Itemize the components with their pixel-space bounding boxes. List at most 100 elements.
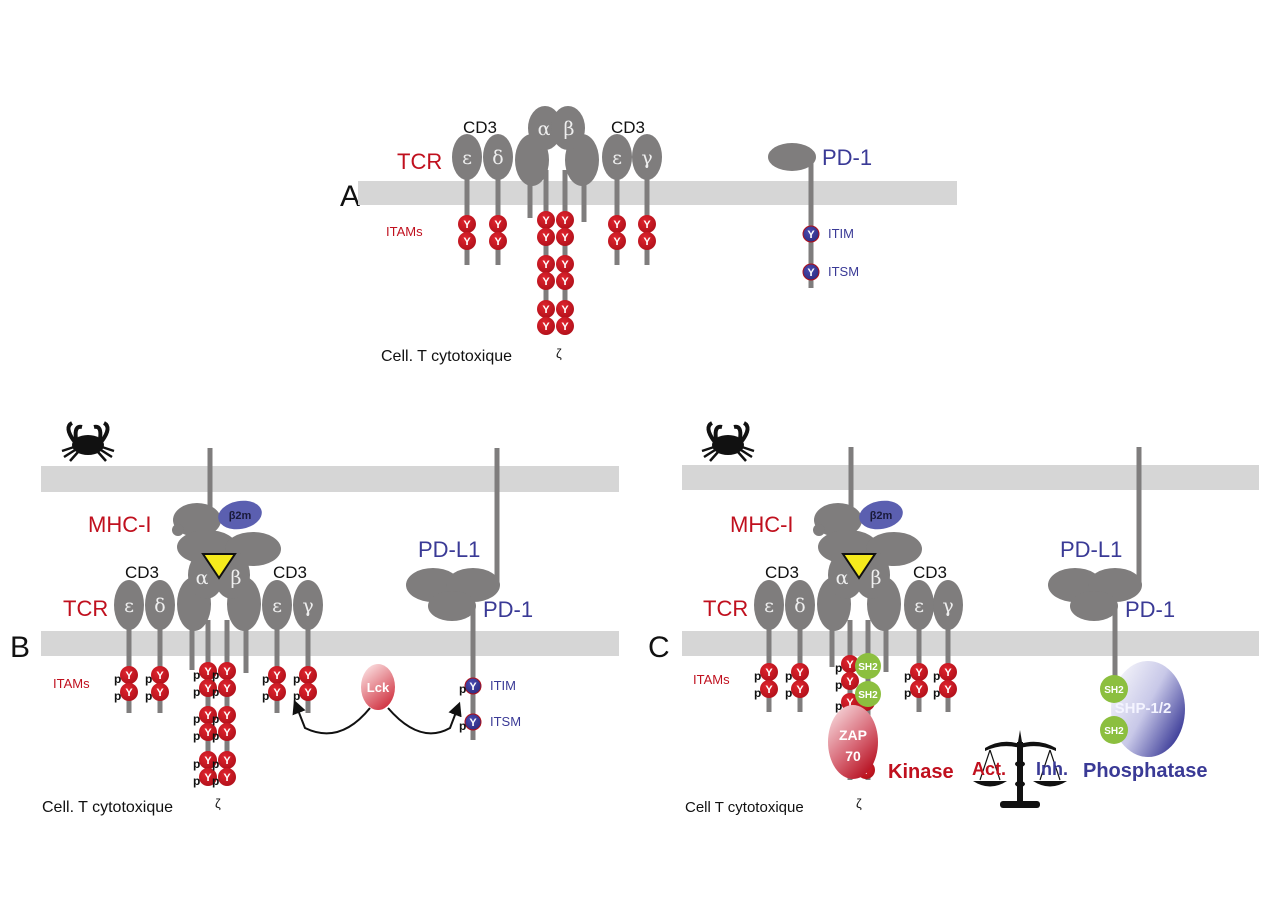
crab-icon xyxy=(61,421,115,462)
tyrosine-label: Y xyxy=(204,727,212,739)
pdl1-pd1-complex-b: Y Y p p xyxy=(406,448,500,740)
itams-label-c: ITAMs xyxy=(693,672,730,687)
svg-text:γ: γ xyxy=(641,147,652,169)
tyrosine-bead xyxy=(218,723,236,741)
crab-icon xyxy=(701,421,755,462)
tyrosine-label: Y xyxy=(204,710,212,722)
zeta-label-a: ζ xyxy=(556,346,562,361)
svg-text:SH2: SH2 xyxy=(858,690,878,701)
tyrosine-label: Y xyxy=(944,667,952,679)
tyrosine-label: Y xyxy=(796,667,804,679)
panel-letter-c: C xyxy=(648,631,670,664)
tyrosine-label: Y xyxy=(613,236,621,248)
tyrosine-label: Y xyxy=(204,683,212,695)
phospho-label: p xyxy=(933,669,940,683)
tyrosine-label: Y xyxy=(542,215,550,227)
phospho-label: p xyxy=(212,774,219,788)
tyrosine-bead xyxy=(939,663,957,681)
tyrosine-label: Y xyxy=(156,670,164,682)
tyrosine-bead xyxy=(537,255,555,273)
phospho-label: p xyxy=(785,686,792,700)
svg-text:SHP-1/2: SHP-1/2 xyxy=(1115,700,1172,717)
tyrosine-bead xyxy=(151,683,169,701)
lck-to-itam-arrow xyxy=(292,699,371,735)
tyrosine-label: Y xyxy=(223,772,231,784)
svg-text:δ: δ xyxy=(794,595,805,617)
mhc-i-label-c: MHC-I xyxy=(730,512,794,537)
zeta-label-c: ζ xyxy=(856,796,862,811)
t-cell-membrane-a xyxy=(358,181,957,205)
cell-label-b: Cell. T cytotoxique xyxy=(42,799,173,816)
tyrosine-bead xyxy=(199,768,217,786)
tyrosine-bead xyxy=(218,706,236,724)
phospho-label: p xyxy=(212,668,219,682)
phospho-label: p xyxy=(904,686,911,700)
svg-text:γ: γ xyxy=(942,595,953,617)
tyrosine-label: Y xyxy=(846,697,854,709)
pdl1-label-b: PD-L1 xyxy=(418,537,480,562)
phosphatase-label: Phosphatase xyxy=(1083,760,1207,782)
tyrosine-label: Y xyxy=(561,321,569,333)
beta2m-b xyxy=(218,500,262,530)
tyrosine-label: Y xyxy=(223,727,231,739)
tyrosine-bead xyxy=(556,211,574,229)
tyrosine-label: Y xyxy=(561,232,569,244)
tyrosine-label: Y xyxy=(561,304,569,316)
tcr-label-c: TCR xyxy=(703,596,748,621)
tyrosine-label: Y xyxy=(223,683,231,695)
phospho-label: p xyxy=(193,712,200,726)
tyrosine-bead xyxy=(556,300,574,318)
phospho-label: p xyxy=(114,672,121,686)
tyrosine-label: Y xyxy=(125,670,133,682)
phospho-label: p xyxy=(193,757,200,771)
itams-label-a: ITAMs xyxy=(386,224,423,239)
tyrosine-label: Y xyxy=(204,666,212,678)
lck-kinase-b: Lck xyxy=(361,664,395,710)
tyrosine-label: Y xyxy=(796,684,804,696)
tyrosine-label: Y xyxy=(463,236,471,248)
tyrosine-bead xyxy=(218,662,236,680)
tyrosine-label: Y xyxy=(494,219,502,231)
tyrosine-label: Y xyxy=(204,772,212,784)
svg-text:Y: Y xyxy=(469,717,477,729)
svg-text:β: β xyxy=(231,567,242,589)
tyrosine-label: Y xyxy=(304,670,312,682)
svg-text:α: α xyxy=(836,567,849,589)
tyrosine-bead xyxy=(760,663,778,681)
svg-text:p: p xyxy=(459,682,466,696)
tcr-label-a: TCR xyxy=(397,149,442,174)
svg-text:β: β xyxy=(871,567,882,589)
tyrosine-bead xyxy=(556,228,574,246)
svg-text:Lck: Lck xyxy=(367,680,390,695)
svg-text:ε: ε xyxy=(462,147,472,169)
phospho-label: p xyxy=(293,689,300,703)
itsm-label-b: ITSM xyxy=(490,714,521,729)
tyrosine-label: Y xyxy=(494,236,502,248)
activation-label: Act. xyxy=(972,759,1006,779)
tyrosine-label: Y xyxy=(846,676,854,688)
tyrosine-bead xyxy=(791,680,809,698)
svg-text:β2m: β2m xyxy=(870,510,893,522)
tyrosine-label: Y xyxy=(561,215,569,227)
tyrosine-label: Y xyxy=(561,259,569,271)
tyrosine-bead xyxy=(760,680,778,698)
sh2-domains-zap70: SH2 SH2 xyxy=(855,653,881,707)
tyrosine-bead xyxy=(608,215,626,233)
phospho-label: p xyxy=(193,774,200,788)
phospho-label: p xyxy=(293,672,300,686)
svg-text:δ: δ xyxy=(492,147,503,169)
tyrosine-bead xyxy=(537,272,555,290)
tyrosine-bead xyxy=(638,232,656,250)
pd1-label-c: PD-1 xyxy=(1125,597,1175,622)
svg-text:SH2: SH2 xyxy=(858,662,878,673)
itsm-label-a: ITSM xyxy=(828,264,859,279)
cd3-right-label-a: CD3 xyxy=(611,118,645,137)
phospho-label: p xyxy=(262,689,269,703)
phospho-label: p xyxy=(212,712,219,726)
tyrosine-label: Y xyxy=(542,304,550,316)
tyrosine-label: Y xyxy=(542,276,550,288)
tyrosine-label: Y xyxy=(542,321,550,333)
